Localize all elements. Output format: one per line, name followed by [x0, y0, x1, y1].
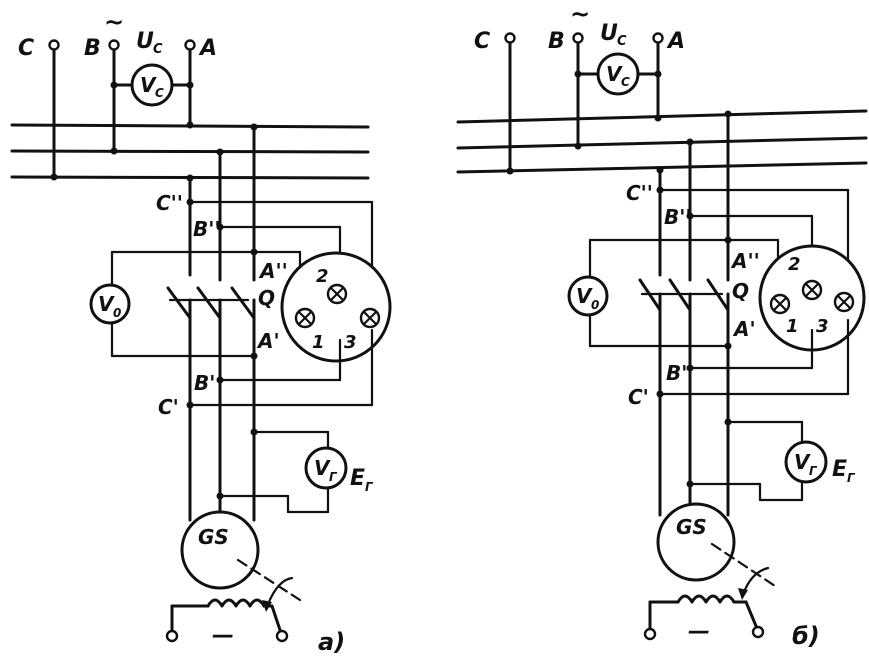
switch-label: Q [258, 286, 275, 310]
gen-voltmeter-b: V Г E Г [686, 418, 856, 502]
eg-e-b: E [832, 457, 847, 482]
bus-taps-b [656, 110, 850, 297]
diagram-a: V C C B A ~ U C C'' B'' [10, 8, 392, 656]
lamp-label-3: 3 [344, 332, 357, 353]
phase-label-b-b: B [548, 29, 565, 54]
tilde-symbol: ~ [104, 8, 124, 36]
vg-sub-b: Г [809, 464, 818, 478]
lamp-label-1: 1 [312, 332, 325, 353]
diagram-b: V C C B A ~ U C C'' B'' A'' [456, 0, 868, 650]
generator-a: GS — [165, 416, 302, 648]
lamp-3 [359, 307, 381, 329]
phase-label-c: C [18, 36, 34, 61]
eg-e: E [350, 466, 365, 491]
terminal-a-b [652, 32, 664, 44]
vg-v-b: V [794, 450, 811, 474]
bus-label-a2: A'' [258, 259, 288, 283]
lamp-2 [326, 283, 348, 305]
switch-q-b [638, 278, 730, 517]
v0-v-b: V [576, 284, 593, 308]
gen-label-c1: C' [158, 395, 179, 419]
eg-sub: Г [365, 480, 374, 494]
bus-label-c2: C'' [156, 191, 183, 215]
vc-v-b: V [606, 62, 623, 86]
grid-voltmeter-b: V C [596, 52, 640, 96]
terminal-c [48, 39, 60, 51]
caption-b: б) [792, 622, 820, 650]
gen-taps-b [656, 318, 850, 398]
gen-label: GS [198, 525, 229, 549]
phase-leads-a [48, 39, 196, 181]
uc-sub-b: C [617, 34, 627, 49]
tilde-symbol-b: ~ [570, 0, 590, 28]
vc-sub-b: C [621, 75, 630, 89]
busbars-a [10, 123, 370, 180]
field-terminal-left [165, 629, 179, 643]
gen-label-b1: B' [194, 371, 215, 395]
gen-label-a1-b: A' [732, 317, 756, 341]
bus-label-a2-b: A'' [730, 249, 760, 273]
switch-label-b: Q [732, 279, 749, 303]
v0-v: V [98, 292, 115, 316]
field-minus-b: — [688, 619, 710, 644]
lamp-1-b [769, 293, 791, 315]
terminal-a [184, 39, 196, 51]
uc-label: U [136, 29, 154, 54]
field-terminal-left-b [643, 627, 657, 641]
vc-v: V [140, 73, 157, 97]
phase-label-a-b: A [666, 29, 685, 54]
lamp-3-b [833, 291, 855, 313]
field-minus: — [212, 623, 234, 648]
gen-voltmeter-a: V Г E Г [216, 428, 374, 514]
generator-b: GS — [643, 502, 780, 644]
zero-voltmeter-a: V 0 [89, 250, 258, 360]
grid-voltmeter-a: V C [130, 63, 174, 107]
eg-sub-b: Г [847, 471, 856, 485]
terminal-c-b [504, 32, 516, 44]
lamp-panel-b: 2 1 3 [758, 244, 866, 352]
gen-label-b: GS [676, 515, 707, 539]
v0-sub: 0 [113, 306, 121, 320]
lamp-1 [294, 307, 316, 329]
zero-voltmeter-b: V 0 [567, 238, 732, 350]
phase-label-a: A [198, 36, 217, 61]
bus-label-b2-b: B'' [664, 205, 692, 229]
gen-taps-a [186, 328, 374, 409]
phase-label-b: B [84, 36, 101, 61]
field-terminal-right [275, 629, 289, 643]
bus-label-b2: B'' [193, 217, 221, 241]
gen-label-a1: A' [256, 329, 280, 353]
lamp-label-2-b: 2 [788, 254, 801, 275]
lamp-label-3-b: 3 [816, 316, 829, 337]
lamp-label-1-b: 1 [786, 316, 799, 337]
gen-label-c1-b: C' [628, 385, 649, 409]
phase-label-c-b: C [474, 29, 490, 54]
vc-sub: C [155, 86, 164, 100]
vg-sub: Г [329, 470, 338, 484]
gen-label-b1-b: B' [666, 361, 687, 385]
terminal-b-b [572, 32, 584, 44]
phase-leads-b [504, 32, 664, 175]
switch-q-a [166, 286, 256, 420]
field-terminal-right-b [751, 625, 765, 639]
bus-label-c2-b: C'' [626, 181, 653, 205]
terminal-b [108, 39, 120, 51]
v0-sub-b: 0 [591, 298, 599, 312]
vg-v: V [314, 456, 331, 480]
lamp-label-2: 2 [316, 266, 329, 287]
busbars-b [456, 109, 868, 174]
uc-sub: C [153, 42, 163, 57]
uc-label-b: U [600, 21, 618, 46]
lamp-2-b [801, 279, 823, 301]
lamp-panel-a: 2 1 3 [280, 251, 392, 363]
caption-a: а) [318, 628, 345, 656]
